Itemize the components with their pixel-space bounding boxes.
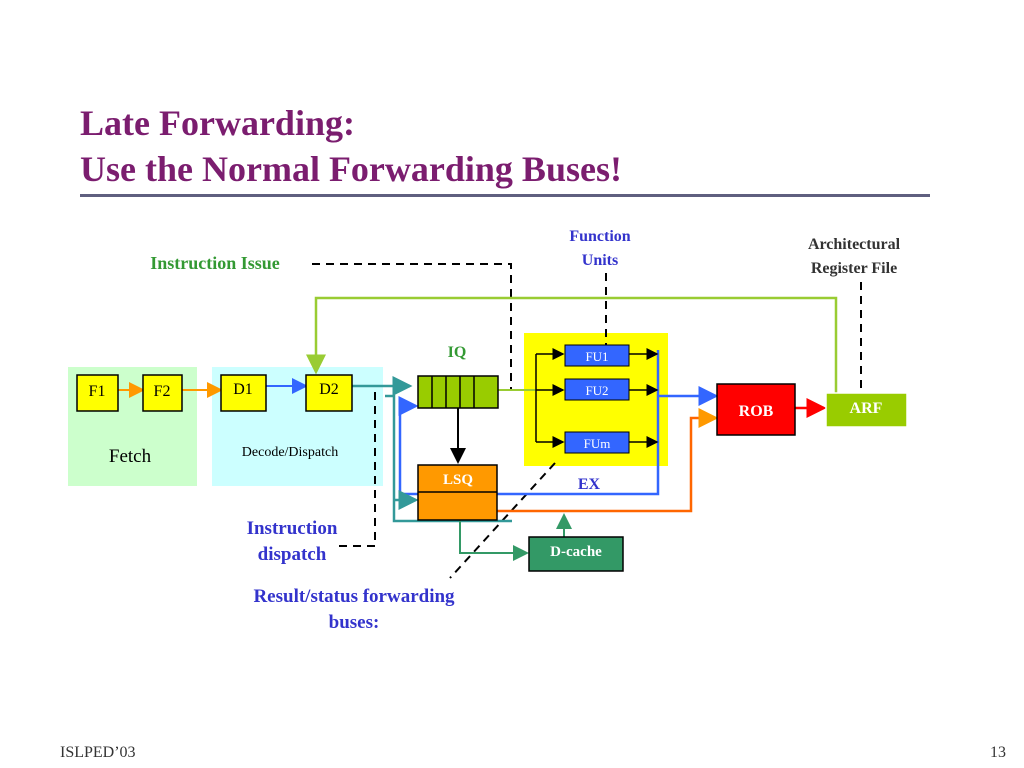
f1-label: F1: [89, 383, 106, 400]
slide-number: 13: [990, 744, 1006, 761]
instruction-dispatch-label-1: Instruction: [247, 518, 338, 539]
title-line-1: Late Forwarding:: [80, 103, 355, 143]
instruction-dispatch-label-2: dispatch: [258, 544, 327, 565]
ex-label: EX: [578, 476, 601, 493]
d2-box: [305, 374, 353, 412]
decode-dispatch-label: Decode/Dispatch: [242, 445, 338, 460]
fum-box: [564, 431, 630, 454]
arf-feedback-wire: [306, 296, 838, 396]
d1-box: [220, 374, 267, 412]
fu1-box: [564, 344, 630, 367]
arf-box: [825, 392, 908, 428]
function-units-label-1: Function: [569, 228, 630, 245]
iq-slots: [431, 376, 475, 408]
arf-label: ARF: [850, 400, 883, 417]
fu1-label: FU1: [585, 349, 608, 364]
lsq-label: LSQ: [443, 472, 473, 488]
d1-label: D1: [233, 381, 253, 398]
footer-left: ISLPED’03: [60, 744, 136, 761]
f2-box: [142, 374, 183, 412]
function-units-label-2: Units: [582, 252, 618, 269]
title-line-2: Use the Normal Forwarding Buses!: [80, 149, 622, 189]
forwarding-buses-label-2: buses:: [329, 612, 380, 633]
fetch-label: Fetch: [109, 446, 152, 467]
iq-box: [417, 375, 499, 409]
f1-box: [76, 374, 119, 412]
arch-reg-file-label-2: Register File: [811, 260, 897, 277]
fu2-label: FU2: [585, 383, 608, 398]
dispatch-teal-bus: [385, 394, 512, 523]
instruction-issue-label: Instruction Issue: [150, 253, 280, 273]
f2-label: F2: [154, 383, 171, 400]
title-divider: [80, 194, 930, 197]
lsq-dcache-wire: [459, 520, 529, 561]
dcache-label: D-cache: [550, 544, 602, 560]
rob-label: ROB: [739, 403, 774, 420]
iq-label: IQ: [448, 344, 467, 361]
d2-label: D2: [319, 381, 339, 398]
dcache-box: [528, 536, 624, 572]
fum-label: FUm: [584, 436, 611, 451]
rob-box: [716, 383, 796, 436]
arch-reg-file-label-1: Architectural: [808, 236, 901, 253]
fu2-box: [564, 378, 630, 401]
slide-title: Late Forwarding: Use the Normal Forwardi…: [80, 100, 622, 192]
forwarding-buses-label-1: Result/status forwarding: [253, 586, 455, 607]
lsq-rob-wire: [497, 408, 719, 513]
